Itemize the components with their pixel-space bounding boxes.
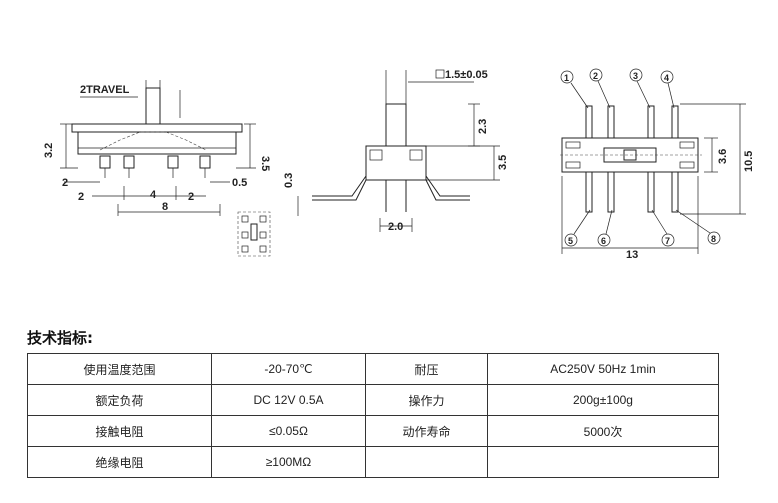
- spec-label: 使用温度范围: [27, 353, 212, 385]
- spec-label: 耐压: [365, 353, 488, 385]
- spec-value: ≤0.05Ω: [211, 415, 366, 447]
- spec-value: [487, 446, 719, 478]
- side-lever-height: 2.3: [477, 119, 489, 134]
- spec-value: DC 12V 0.5A: [211, 384, 366, 416]
- spec-value: 200g±100g: [487, 384, 719, 416]
- front-overall-length: 8: [162, 201, 168, 213]
- spec-value: -20-70℃: [211, 353, 366, 385]
- front-height-side: 3.5: [259, 156, 271, 171]
- spec-label: 接触电阻: [27, 415, 212, 447]
- dimension-drawing: 2TRAVEL 3.2 3.5 2 2: [43, 68, 755, 261]
- spec-label: [365, 446, 488, 478]
- front-view: 2TRAVEL 3.2 3.5 2 2: [43, 80, 271, 257]
- top-length: 13: [626, 249, 638, 261]
- spec-value: ≥100MΩ: [211, 446, 366, 478]
- front-pitch-right: 2: [188, 191, 194, 203]
- side-body-height: 3.5: [497, 155, 509, 170]
- front-pitch-left: 2: [62, 177, 68, 189]
- table-row: 额定负荷 DC 12V 0.5A 操作力 200g±100g: [27, 384, 719, 416]
- pin-6-label: 6: [601, 236, 606, 246]
- front-pin-width: 0.5: [232, 177, 247, 189]
- side-lead-thickness: 0.3: [283, 173, 295, 188]
- pin-4-label: 4: [664, 73, 669, 83]
- spec-label: 操作力: [365, 384, 488, 416]
- pin-5-label: 5: [568, 236, 573, 246]
- front-pitch-mid: 4: [150, 189, 157, 201]
- spec-label: 额定负荷: [27, 384, 212, 416]
- travel-label: 2TRAVEL: [80, 84, 130, 96]
- side-span: 2.0: [388, 221, 403, 233]
- spec-value: AC250V 50Hz 1min: [487, 353, 719, 385]
- pin-8-label: 8: [711, 234, 716, 244]
- side-lever-dim: 1.5±0.05: [445, 69, 488, 81]
- front-height-total: 3.2: [43, 143, 55, 158]
- table-row: 使用温度范围 -20-70℃ 耐压 AC250V 50Hz 1min: [27, 353, 719, 385]
- top-width-inner: 3.6: [717, 149, 729, 164]
- spec-label: 动作寿命: [365, 415, 488, 447]
- pin-7-label: 7: [665, 236, 670, 246]
- table-row: 接触电阻 ≤0.05Ω 动作寿命 5000次: [27, 415, 719, 447]
- spec-table: 使用温度范围 -20-70℃ 耐压 AC250V 50Hz 1min 额定负荷 …: [27, 353, 719, 478]
- specs-title: 技术指标:: [27, 329, 93, 347]
- spec-value: 5000次: [487, 415, 719, 447]
- pin-1-label: 1: [564, 73, 569, 83]
- top-view: 1 2 3 4 5 6 7 8: [560, 68, 755, 261]
- top-width-outer: 10.5: [743, 151, 755, 172]
- table-row: 绝缘电阻 ≥100MΩ: [27, 446, 719, 478]
- pin-2-label: 2: [593, 71, 598, 81]
- front-pitch-left2: 2: [78, 191, 84, 203]
- spec-label: 绝缘电阻: [27, 446, 212, 478]
- side-view: 1.5±0.05 2.3 3.5 0.3 2.0: [283, 69, 509, 233]
- pin-3-label: 3: [633, 71, 638, 81]
